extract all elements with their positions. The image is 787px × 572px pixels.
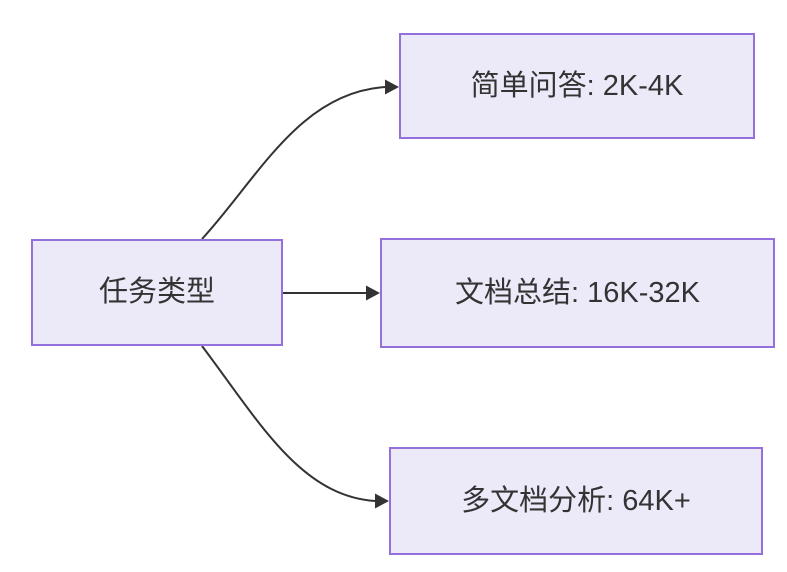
arrowhead-icon bbox=[375, 493, 389, 509]
node-doc-summary-label: 文档总结: 16K-32K bbox=[455, 276, 700, 309]
edge-line bbox=[201, 86, 387, 240]
node-task-type: 任务类型 bbox=[31, 239, 283, 346]
edge-root-to-simple-qa bbox=[201, 79, 399, 240]
arrowhead-icon bbox=[385, 79, 399, 95]
node-multi-doc-label: 多文档分析: 64K+ bbox=[461, 484, 691, 517]
node-doc-summary: 文档总结: 16K-32K bbox=[380, 238, 775, 348]
node-simple-qa-label: 简单问答: 2K-4K bbox=[470, 69, 684, 102]
edge-root-to-multi-doc bbox=[201, 345, 389, 509]
edge-root-to-doc-summary bbox=[283, 285, 380, 301]
node-multi-doc: 多文档分析: 64K+ bbox=[389, 447, 763, 555]
node-simple-qa: 简单问答: 2K-4K bbox=[399, 33, 755, 139]
edge-line bbox=[201, 345, 376, 502]
arrowhead-icon bbox=[366, 285, 380, 301]
node-task-type-label: 任务类型 bbox=[98, 276, 215, 309]
